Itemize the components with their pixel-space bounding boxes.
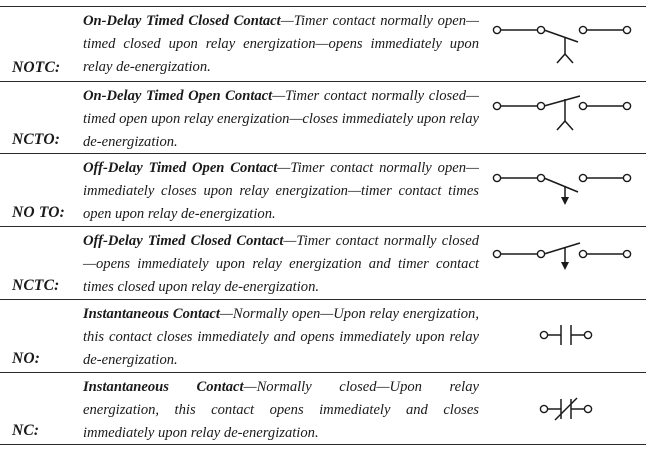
contact-text: —Normally closed—Upon relay energization… (83, 379, 479, 442)
contact-abbreviation: NO TO: (12, 204, 66, 221)
contact-text: —Timer contact normally open—timed close… (83, 13, 479, 76)
on-delay-nc-switch-icon (486, 7, 646, 81)
contact-title: Instantaneous Contact (83, 306, 220, 322)
contact-abbreviation: NC: (12, 422, 40, 439)
on-delay-no-switch-icon (486, 82, 646, 153)
table-row: Instantaneous Contact—Normally closed—Up… (0, 372, 646, 445)
contact-abbreviation: NCTC: (12, 277, 60, 294)
contact-title: On-Delay Timed Open Contact (83, 88, 273, 104)
contact-text: —Timer contact normally closed—timed ope… (83, 88, 479, 151)
row-description: Instantaneous Contact—Normally open—Upon… (83, 303, 479, 373)
contact-title: Off-Delay Timed Open Contact (83, 160, 278, 176)
row-description: Off-Delay Timed Open Contact—Timer conta… (83, 157, 479, 227)
normally-open-contact-icon (486, 300, 646, 372)
contact-text: —Timer contact normally open— immediatel… (83, 160, 479, 223)
normally-closed-contact-icon (486, 373, 646, 444)
contact-abbreviation: NOTC: (12, 59, 61, 76)
table-row: Instantaneous Contact—Normally open—Upon… (0, 299, 646, 372)
table-row: Off-Delay Timed Open Contact—Timer conta… (0, 153, 646, 226)
contact-abbreviation: NCTO: (12, 131, 61, 148)
off-delay-nc-switch-icon (486, 227, 646, 299)
table-row: Off-Delay Timed Closed Contact—Timer con… (0, 226, 646, 299)
contact-text: —Normally open—Upon relay energization, … (83, 306, 479, 369)
contact-text: —Timer contact normally closed—opens imm… (83, 233, 479, 296)
contact-abbreviation: NO: (12, 350, 41, 367)
contact-title: On-Delay Timed Closed Contact (83, 13, 281, 29)
row-description: Instantaneous Contact—Normally closed—Up… (83, 376, 479, 446)
row-description: On-Delay Timed Open Contact—Timer contac… (83, 85, 479, 155)
table-row: On-Delay Timed Open Contact—Timer contac… (0, 81, 646, 153)
row-description: Off-Delay Timed Closed Contact—Timer con… (83, 230, 479, 300)
contact-title: Off-Delay Timed Closed Contact (83, 233, 284, 249)
row-description: On-Delay Timed Closed Contact—Timer cont… (83, 10, 479, 80)
contact-title: Instantaneous Contact (83, 379, 244, 395)
off-delay-no-switch-icon (486, 154, 646, 226)
table-row: On-Delay Timed Closed Contact—Timer cont… (0, 6, 646, 81)
